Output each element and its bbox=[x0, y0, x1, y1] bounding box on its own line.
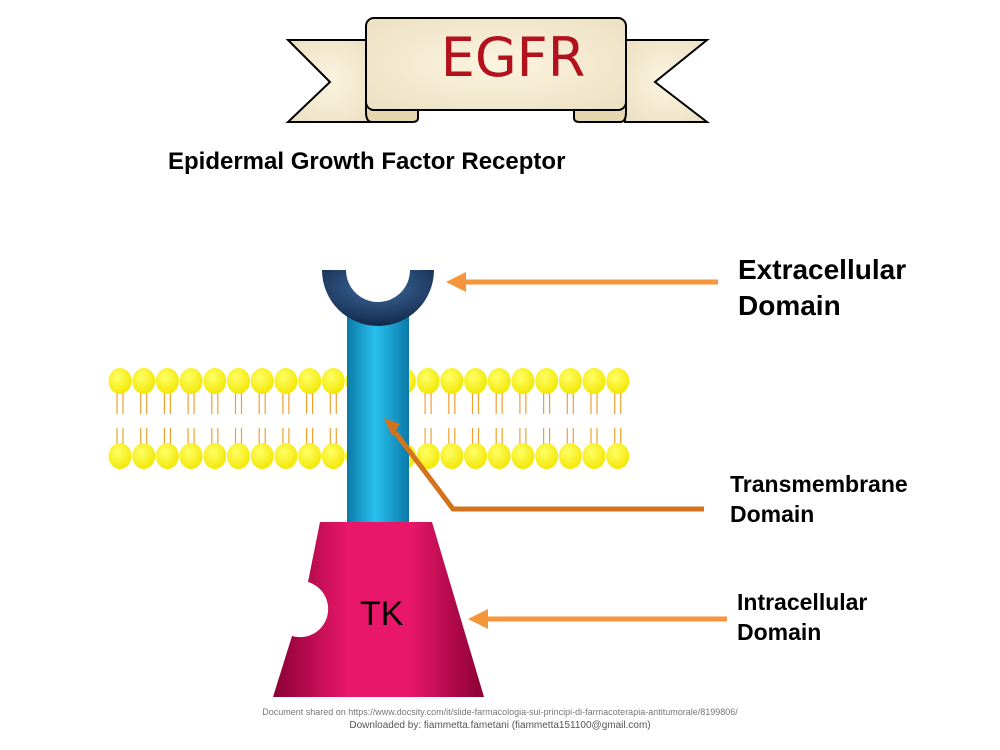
lipid-head bbox=[440, 368, 464, 394]
diagram-subtitle: Epidermal Growth Factor Receptor bbox=[168, 148, 566, 175]
lipid-head bbox=[440, 443, 464, 469]
lipid-head bbox=[108, 368, 132, 394]
label-line: Domain bbox=[738, 290, 841, 322]
transmembrane-arrow bbox=[384, 418, 704, 512]
lipid-head bbox=[582, 368, 606, 394]
extracellular-domain-label: Extracellular Domain bbox=[738, 252, 906, 325]
banner-body bbox=[365, 17, 627, 111]
lipid-head bbox=[227, 368, 250, 394]
lipid-head bbox=[558, 443, 582, 469]
footer-download-notice: Downloaded by: fiammetta.fametani (fiamm… bbox=[349, 720, 651, 731]
extracellular-cup bbox=[322, 270, 434, 326]
lipid-head bbox=[203, 368, 227, 394]
lipid-head bbox=[511, 368, 535, 394]
lipid-head bbox=[487, 368, 511, 394]
lipid-head bbox=[535, 368, 559, 394]
lipid-head bbox=[203, 443, 227, 469]
banner-left-tail bbox=[285, 39, 371, 123]
tk-label: TK bbox=[360, 595, 404, 633]
intracellular-domain-label: Intracellular Domain bbox=[737, 588, 867, 648]
lipid-head bbox=[250, 443, 274, 469]
lipid-head bbox=[274, 368, 298, 394]
lipid-head bbox=[464, 443, 487, 469]
lipid-head bbox=[535, 443, 559, 469]
lipid-head bbox=[132, 368, 156, 394]
lipid-head bbox=[179, 368, 203, 394]
extracellular-arrow bbox=[446, 272, 718, 292]
lipid-head bbox=[179, 443, 203, 469]
arrowhead bbox=[446, 272, 466, 292]
lipid-head bbox=[606, 443, 630, 469]
lipid-head bbox=[606, 368, 630, 394]
lipid-head bbox=[558, 368, 582, 394]
lipid-head bbox=[132, 443, 156, 469]
lipid-head bbox=[227, 443, 250, 469]
label-line: Intracellular bbox=[737, 589, 868, 615]
lipid-head bbox=[298, 368, 322, 394]
lipid-head bbox=[250, 368, 274, 394]
lipid-head bbox=[155, 443, 179, 469]
label-line: Domain bbox=[737, 618, 822, 645]
banner-title: EGFR bbox=[440, 26, 586, 89]
label-line: Domain bbox=[730, 500, 815, 527]
lipid-head bbox=[464, 368, 487, 394]
tyrosine-kinase-domain bbox=[273, 522, 484, 697]
footer-shared-notice: Document shared on https://www.docsity.c… bbox=[262, 707, 738, 717]
lipid-head bbox=[155, 368, 179, 394]
label-line: Transmembrane bbox=[730, 471, 908, 497]
lipid-head bbox=[487, 443, 511, 469]
intracellular-arrow bbox=[468, 609, 727, 629]
transmembrane-stem bbox=[347, 312, 409, 527]
label-line: Extracellular bbox=[738, 254, 907, 285]
lipid-head bbox=[274, 443, 298, 469]
arrowhead bbox=[384, 418, 400, 436]
lipid-head bbox=[511, 443, 535, 469]
lipid-head bbox=[582, 443, 606, 469]
banner-right-tail bbox=[624, 39, 710, 123]
transmembrane-domain-label: Transmembrane Domain bbox=[730, 470, 908, 530]
lipid-head bbox=[298, 443, 322, 469]
lipid-head bbox=[321, 443, 345, 469]
lipid-head bbox=[321, 368, 345, 394]
lipid-head bbox=[108, 443, 132, 469]
arrowhead bbox=[468, 609, 488, 629]
lipid-bilayer bbox=[108, 368, 630, 469]
title-banner bbox=[285, 17, 710, 123]
lipid-head bbox=[416, 443, 440, 469]
lipid-head bbox=[416, 368, 440, 394]
